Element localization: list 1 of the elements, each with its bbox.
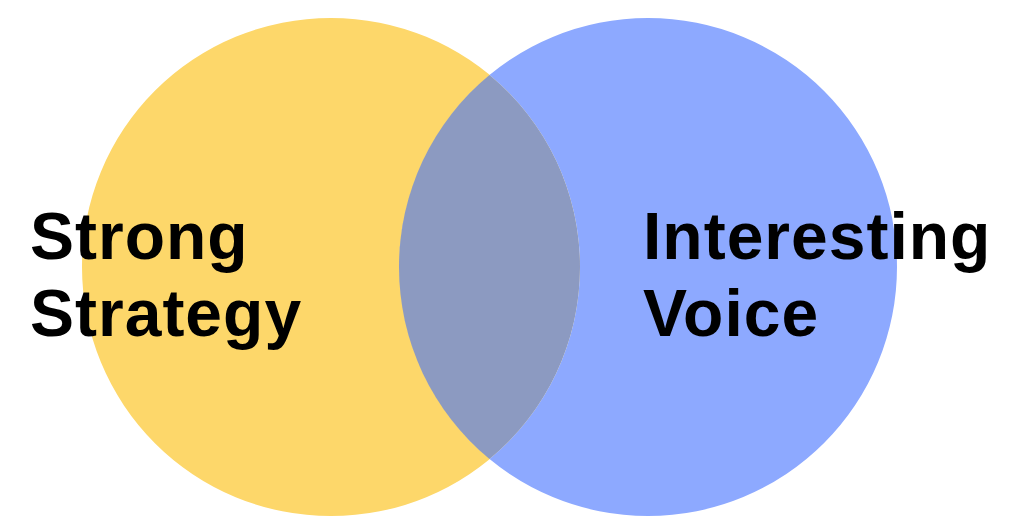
circle-label: Interesting Voice <box>643 198 993 352</box>
